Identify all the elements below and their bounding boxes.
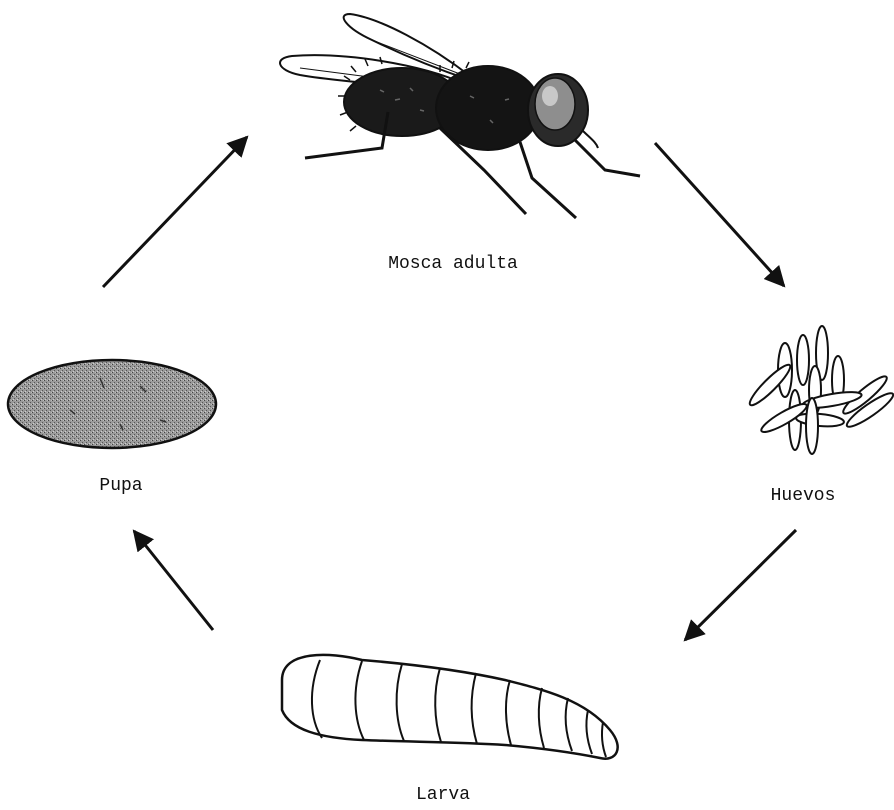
arrow-larva-to-pupa: [134, 531, 213, 630]
arrow-adult-to-eggs: [655, 143, 784, 286]
larva-illustration: [282, 655, 618, 759]
arrow-pupa-to-adult: [103, 137, 247, 287]
stage-label-pupa: Pupa: [99, 476, 142, 496]
stage-label-larva: Larva: [416, 785, 470, 805]
arrow-eggs-to-larva: [685, 530, 796, 640]
pupa-illustration: [8, 360, 216, 448]
stage-label-eggs: Huevos: [771, 486, 836, 506]
stage-label-adult: Mosca adulta: [388, 254, 518, 274]
eggs-illustration: [746, 326, 894, 454]
adult-fly-illustration: [280, 14, 640, 218]
